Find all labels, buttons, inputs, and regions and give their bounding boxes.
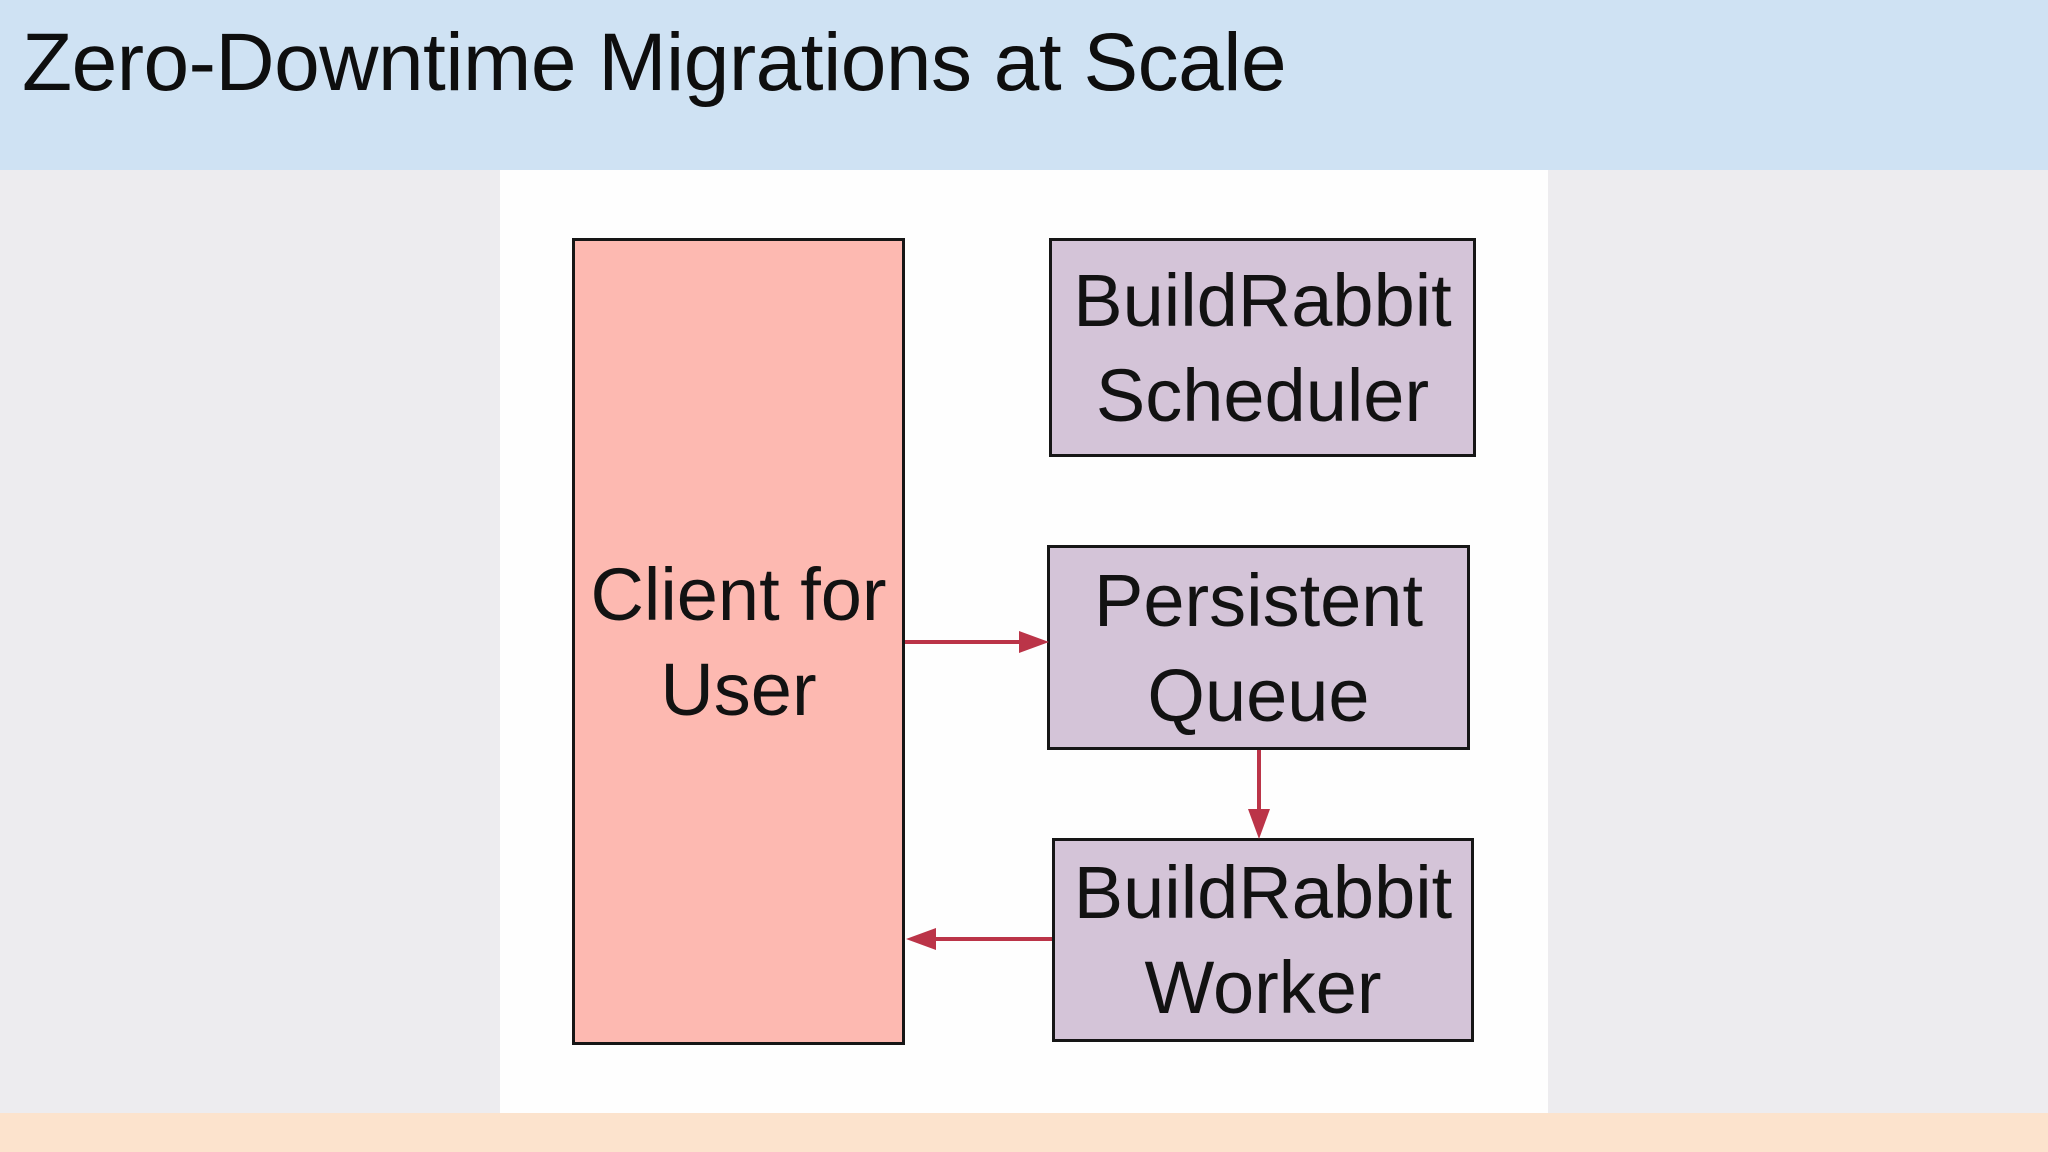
footer-accent-bar [0, 1113, 2048, 1152]
node-persistent-queue: Persistent Queue [1047, 545, 1470, 750]
node-label-line: BuildRabbit [1073, 851, 1453, 934]
node-label: Client for User [590, 547, 886, 737]
node-label-line: BuildRabbit [1073, 258, 1452, 342]
diagram-panel: Client for User BuildRabbit Scheduler Pe… [500, 170, 1548, 1113]
slide-title: Zero-Downtime Migrations at Scale [22, 17, 1287, 108]
node-label-line: Persistent [1093, 558, 1424, 642]
arrow-client-to-queue-icon [905, 631, 1049, 653]
node-label-line: Scheduler [1095, 353, 1430, 437]
node-label-line: Client for [590, 552, 887, 636]
slide-body: Client for User BuildRabbit Scheduler Pe… [0, 170, 2048, 1113]
node-label: BuildRabbit Scheduler [1073, 253, 1451, 443]
node-buildrabbit-worker: BuildRabbit Worker [1052, 838, 1474, 1042]
node-label: Persistent Queue [1094, 553, 1423, 743]
node-label-line: Worker [1144, 946, 1382, 1029]
arrow-worker-to-client-icon [906, 928, 1052, 950]
node-label-line: Queue [1147, 653, 1370, 737]
arrow-queue-to-worker-icon [1248, 750, 1270, 839]
node-client-for-user: Client for User [572, 238, 905, 1045]
slide-header: Zero-Downtime Migrations at Scale [0, 0, 2048, 170]
node-label: BuildRabbit Worker [1074, 845, 1452, 1035]
node-buildrabbit-scheduler: BuildRabbit Scheduler [1049, 238, 1476, 457]
node-label-line: User [660, 647, 817, 731]
